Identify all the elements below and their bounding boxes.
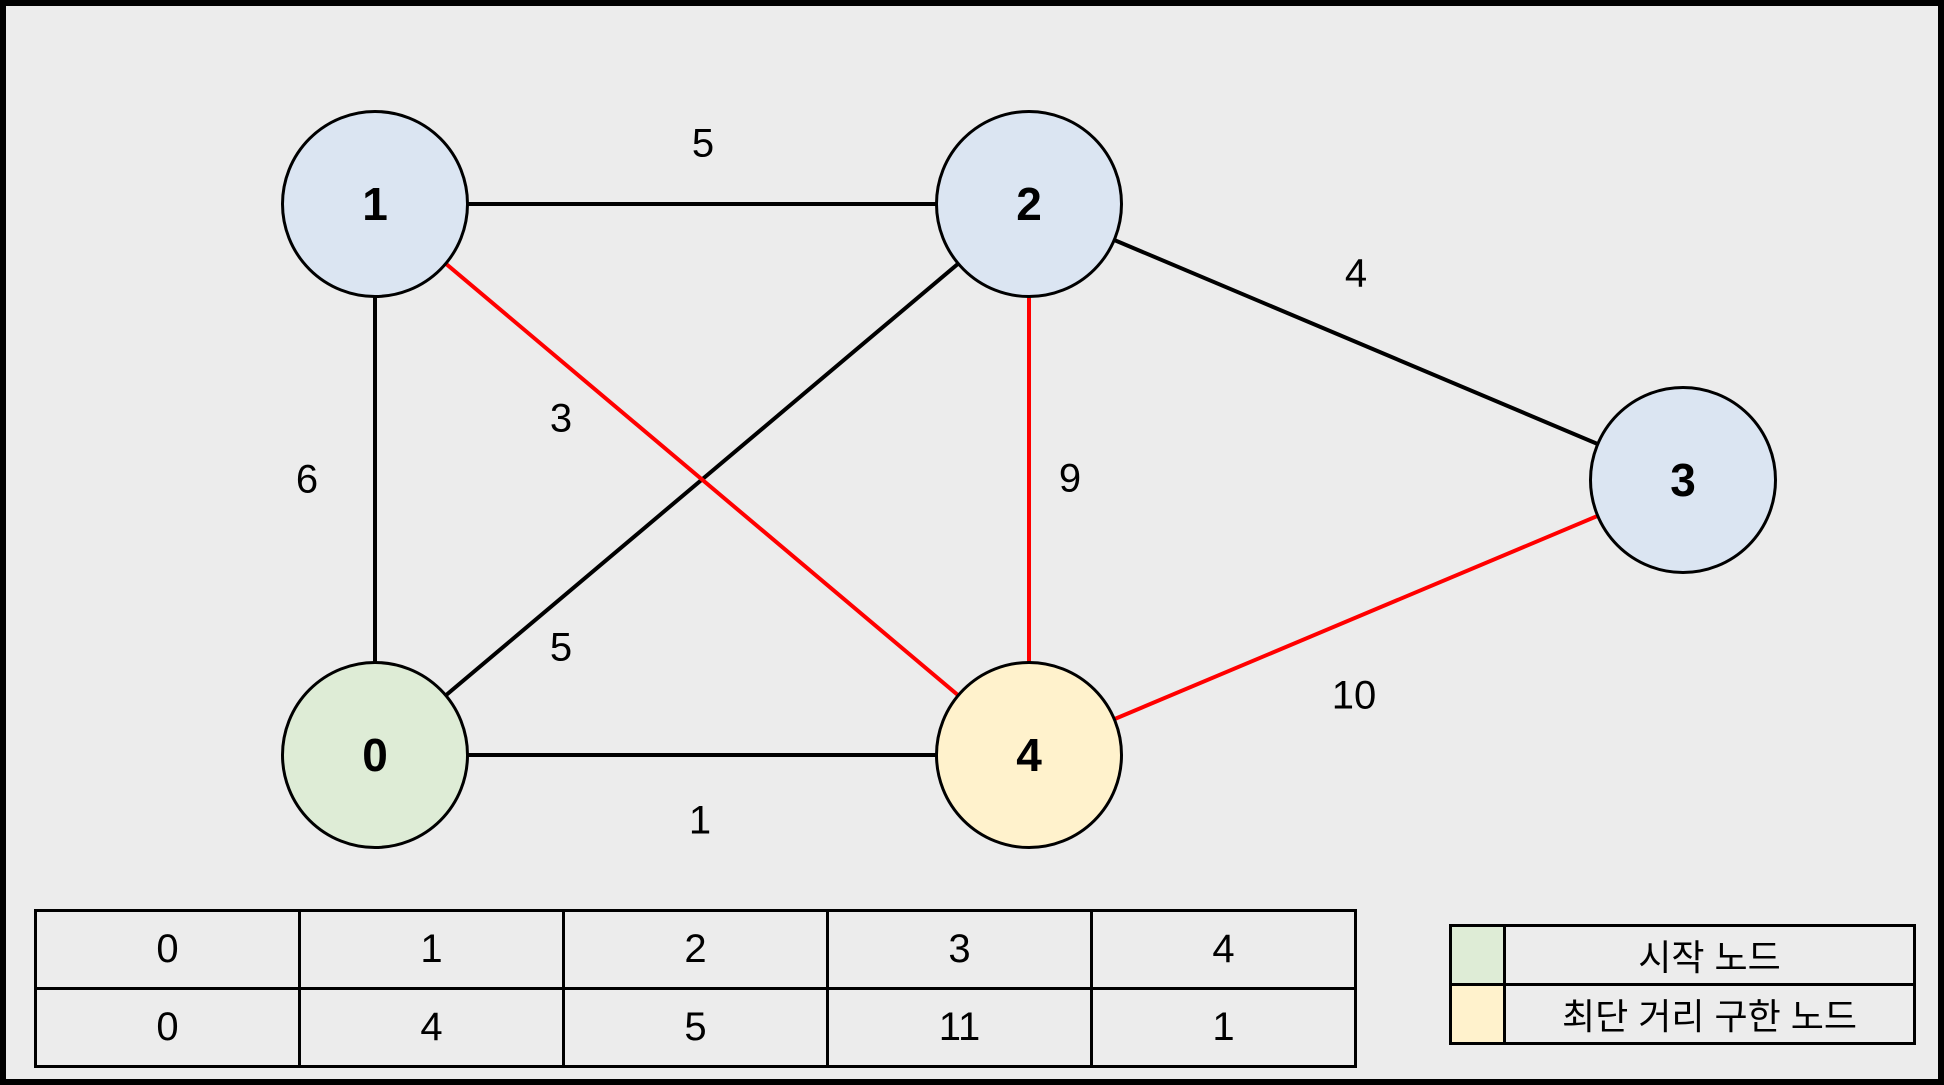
node-1: 1: [281, 110, 469, 298]
legend-row-start: 시작 노드: [1449, 924, 1916, 986]
distance-header-2: 2: [562, 909, 829, 990]
legend-row-finalized: 최단 거리 구한 노드: [1449, 983, 1916, 1045]
node-0-label: 0: [362, 729, 388, 781]
node-1-label: 1: [362, 178, 388, 230]
edge-weight-2-4: 9: [1058, 456, 1082, 501]
distance-header-0: 0: [34, 909, 301, 990]
distance-value-3: 11: [826, 987, 1093, 1068]
edge-weight-0-4: 1: [688, 798, 712, 843]
node-0-start: 0: [281, 661, 469, 849]
distance-header-row: 0 1 2 3 4: [34, 909, 1357, 990]
node-3-label: 3: [1670, 454, 1696, 506]
node-2-label: 2: [1016, 178, 1042, 230]
distance-value-0: 0: [34, 987, 301, 1068]
distance-value-row: 0 4 5 11 1: [34, 987, 1357, 1068]
edge-weight-0-1: 6: [295, 457, 319, 502]
node-4-finalized: 4: [935, 661, 1123, 849]
distance-header-3: 3: [826, 909, 1093, 990]
edge-1-4-highlighted: [373, 202, 1031, 757]
legend-label-finalized-node: 최단 거리 구한 노드: [1503, 983, 1916, 1045]
edge-4-3-highlighted: [1028, 478, 1684, 757]
edge-weight-2-3: 4: [1344, 251, 1368, 296]
node-3: 3: [1589, 386, 1777, 574]
node-4-label: 4: [1016, 729, 1042, 781]
legend-label-start-node: 시작 노드: [1503, 924, 1916, 986]
legend-swatch-finalized-node: [1449, 983, 1506, 1045]
node-2: 2: [935, 110, 1123, 298]
distance-value-4: 1: [1090, 987, 1357, 1068]
legend-swatch-start-node: [1449, 924, 1506, 986]
distance-value-1: 4: [298, 987, 565, 1068]
edge-2-3: [1028, 202, 1684, 482]
legend: 시작 노드 최단 거리 구한 노드: [1449, 924, 1916, 1045]
distance-table: 0 1 2 3 4 0 4 5 11 1: [34, 909, 1357, 1068]
distance-header-4: 4: [1090, 909, 1357, 990]
distance-header-1: 1: [298, 909, 565, 990]
edge-weight-0-2: 5: [549, 625, 573, 670]
edge-weight-1-4: 3: [549, 396, 573, 441]
edge-weight-4-3: 10: [1331, 673, 1377, 718]
edge-weight-1-2: 5: [691, 121, 715, 166]
distance-value-2: 5: [562, 987, 829, 1068]
